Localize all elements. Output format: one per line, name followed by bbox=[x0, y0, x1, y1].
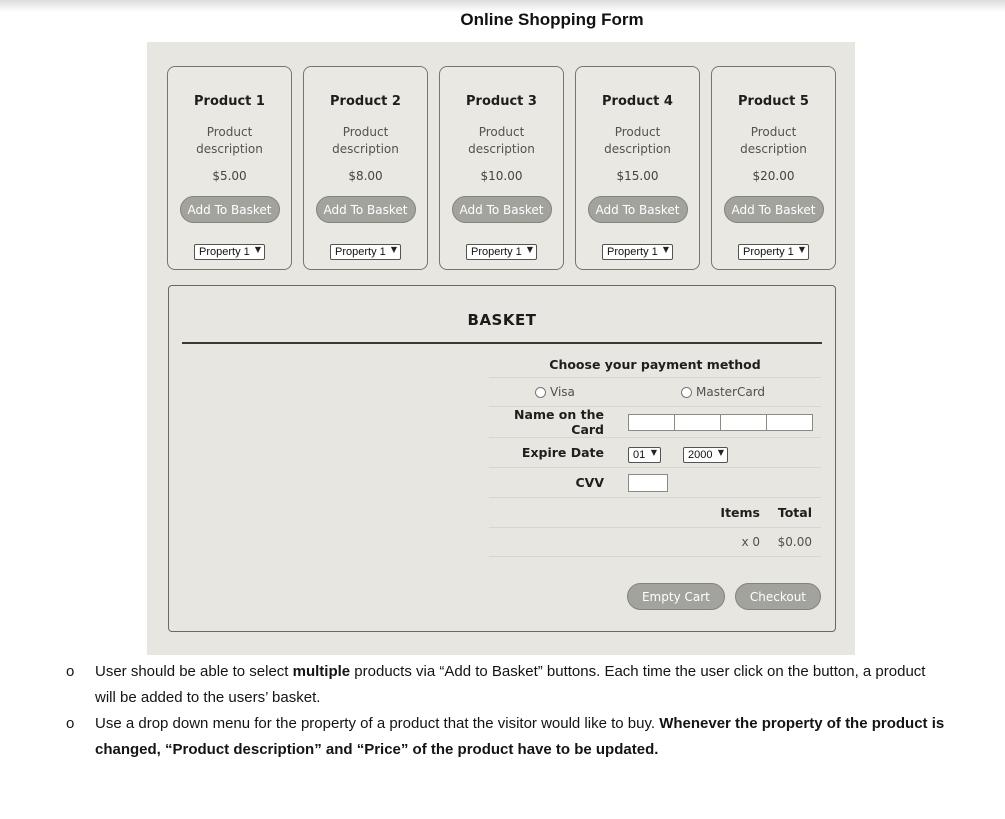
card-number-segment-2[interactable] bbox=[674, 413, 721, 431]
cvv-input[interactable] bbox=[628, 473, 668, 492]
total-amount: $0.00 bbox=[777, 535, 812, 549]
property-select[interactable]: Property 1 bbox=[330, 244, 401, 260]
product-card-row: Product 1 Product description $5.00 Add … bbox=[167, 66, 836, 270]
checkout-button[interactable]: Checkout bbox=[734, 583, 821, 610]
add-to-basket-button[interactable]: Add To Basket bbox=[315, 196, 416, 223]
total-header: Total bbox=[777, 505, 812, 520]
property-select[interactable]: Property 1 bbox=[194, 244, 265, 260]
basket-section: BASKET Choose your payment method Visa M… bbox=[168, 285, 836, 632]
top-strip bbox=[0, 0, 1005, 12]
add-to-basket-button[interactable]: Add To Basket bbox=[451, 196, 552, 223]
empty-cart-button[interactable]: Empty Cart bbox=[626, 583, 725, 610]
property-select[interactable]: Property 1 bbox=[466, 244, 537, 260]
add-to-basket-button[interactable]: Add To Basket bbox=[723, 196, 824, 223]
expire-date-label: Expire Date bbox=[521, 445, 604, 460]
product-description: Product description bbox=[740, 125, 807, 156]
property-select[interactable]: Property 1 bbox=[738, 244, 809, 260]
basket-divider bbox=[182, 342, 822, 344]
expire-year-select[interactable]: 2000 bbox=[683, 446, 728, 463]
add-to-basket-button[interactable]: Add To Basket bbox=[587, 196, 688, 223]
product-card-1: Product 1 Product description $5.00 Add … bbox=[167, 66, 292, 270]
product-description: Product description bbox=[196, 125, 263, 156]
product-price: $15.00 bbox=[616, 169, 659, 183]
items-count: x 0 bbox=[741, 535, 760, 549]
expire-month-select[interactable]: 01 bbox=[628, 446, 661, 463]
product-card-3: Product 3 Product description $10.00 Add… bbox=[439, 66, 564, 270]
card-number-inputs bbox=[628, 413, 813, 431]
product-name: Product 3 bbox=[466, 94, 537, 109]
cvv-label: CVV bbox=[575, 475, 604, 490]
bullet-marker: o bbox=[66, 715, 75, 732]
cvv-row: CVV bbox=[489, 468, 821, 498]
card-number-segment-4[interactable] bbox=[766, 413, 813, 431]
product-description: Product description bbox=[332, 125, 399, 156]
product-card-4: Product 4 Product description $15.00 Add… bbox=[575, 66, 700, 270]
product-card-2: Product 2 Product description $8.00 Add … bbox=[303, 66, 428, 270]
mastercard-radio[interactable] bbox=[681, 386, 692, 398]
product-name: Product 2 bbox=[330, 94, 401, 109]
note-item-2: o Use a drop down menu for the property … bbox=[66, 711, 946, 763]
visa-radio-option[interactable]: Visa bbox=[535, 385, 575, 399]
shopping-form-panel: Product 1 Product description $5.00 Add … bbox=[147, 42, 855, 655]
card-number-segment-3[interactable] bbox=[720, 413, 767, 431]
requirements-notes: o User should be able to select multiple… bbox=[66, 659, 946, 763]
product-card-5: Product 5 Product description $20.00 Add… bbox=[711, 66, 836, 270]
items-header: Items bbox=[720, 505, 760, 520]
card-number-segment-1[interactable] bbox=[628, 413, 675, 431]
product-description: Product description bbox=[468, 125, 535, 156]
bullet-marker: o bbox=[66, 663, 75, 680]
product-name: Product 1 bbox=[194, 94, 265, 109]
mastercard-radio-option[interactable]: MasterCard bbox=[681, 385, 765, 399]
basket-actions: Empty Cart Checkout bbox=[626, 583, 821, 610]
product-description: Product description bbox=[604, 125, 671, 156]
payment-form: Choose your payment method Visa MasterCa… bbox=[489, 352, 821, 557]
product-name: Product 4 bbox=[602, 94, 673, 109]
product-price: $5.00 bbox=[212, 169, 247, 183]
card-name-label: Name on the Card bbox=[514, 407, 604, 437]
mastercard-label: MasterCard bbox=[696, 385, 766, 399]
product-price: $8.00 bbox=[348, 169, 383, 183]
product-price: $20.00 bbox=[752, 169, 795, 183]
property-select[interactable]: Property 1 bbox=[602, 244, 673, 260]
note-text: User should be able to select multiple p… bbox=[95, 663, 926, 706]
summary-values-row: x 0 $0.00 bbox=[489, 528, 821, 557]
page-title: Online Shopping Form bbox=[460, 10, 644, 29]
product-price: $10.00 bbox=[480, 169, 523, 183]
expire-date-row: Expire Date 01▼ 2000▼ bbox=[489, 438, 821, 468]
product-name: Product 5 bbox=[738, 94, 809, 109]
payment-method-heading: Choose your payment method bbox=[489, 352, 821, 378]
visa-radio[interactable] bbox=[535, 386, 546, 398]
payment-method-options: Visa MasterCard bbox=[489, 378, 821, 407]
basket-title: BASKET bbox=[467, 311, 537, 329]
note-item-1: o User should be able to select multiple… bbox=[66, 659, 946, 711]
summary-header-row: Items Total bbox=[489, 498, 821, 528]
visa-label: Visa bbox=[550, 385, 575, 399]
add-to-basket-button[interactable]: Add To Basket bbox=[179, 196, 280, 223]
card-name-row: Name on the Card bbox=[489, 407, 821, 438]
note-text: Use a drop down menu for the property of… bbox=[95, 715, 945, 758]
